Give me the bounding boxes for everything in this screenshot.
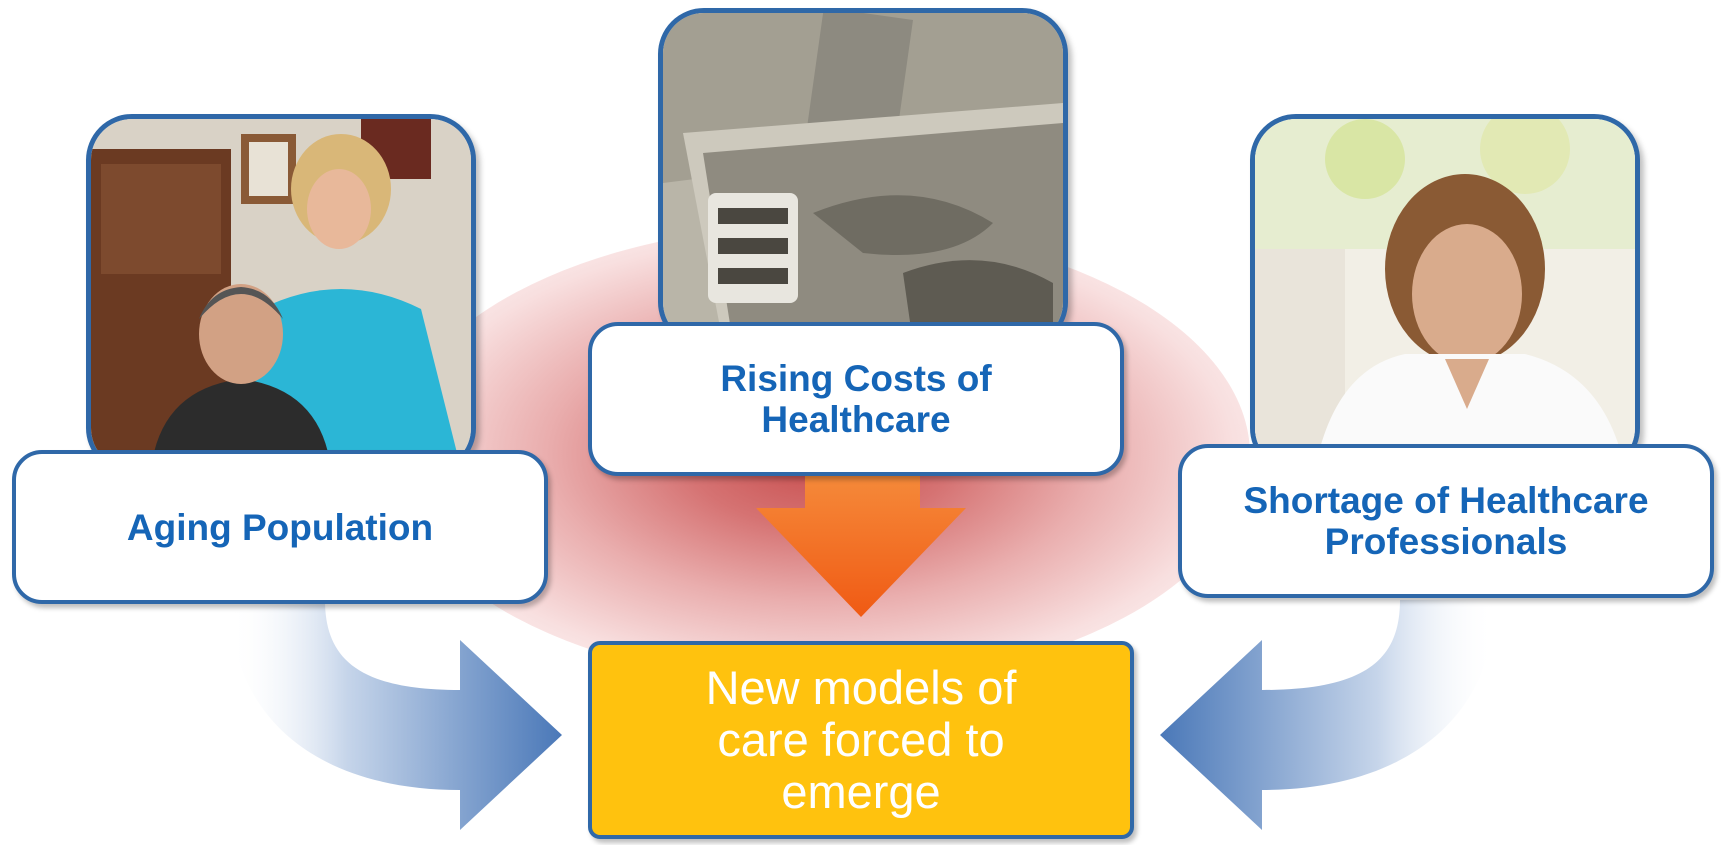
elderly-couple-photo [86,114,476,474]
hundred-dollar-bill-photo [658,8,1068,348]
right-curved-arrow [1160,600,1495,830]
rising-costs-label-box: Rising Costs of Healthcare [588,322,1124,476]
professional-shortage-label: Shortage of Healthcare Professionals [1243,480,1649,562]
down-arrow [756,474,966,617]
outcome-box: New models of care forced to emerge [588,641,1134,839]
aging-population-label: Aging Population [126,506,434,548]
left-curved-arrow [230,600,562,830]
healthcare-professional-photo [1250,114,1640,474]
professional-shortage-label-box: Shortage of Healthcare Professionals [1178,444,1714,598]
outcome-label: New models of care forced to emerge [705,661,1017,818]
aging-population-label-box: Aging Population [12,450,548,604]
rising-costs-label: Rising Costs of Healthcare [720,358,992,440]
